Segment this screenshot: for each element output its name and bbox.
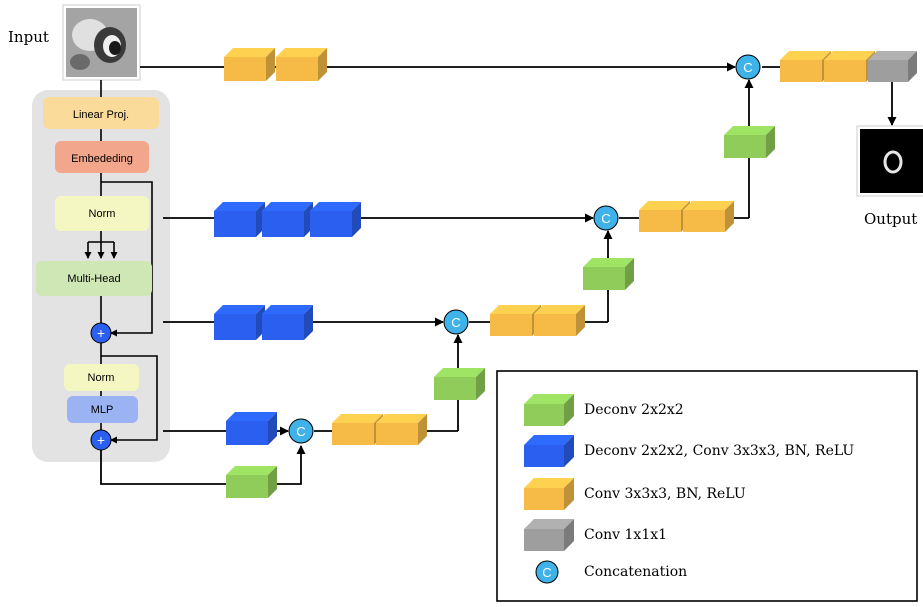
svg-text:C: C: [601, 211, 610, 226]
concat-node-dec2: C: [443, 309, 469, 335]
legend-label-deconv-conv: Deconv 2x2x2, Conv 3x3x3, BN, ReLU: [584, 443, 854, 459]
add-node-1-symbol: +: [97, 325, 105, 341]
legend-label-deconv: Deconv 2x2x2: [584, 402, 684, 418]
dec2-up-block: [583, 258, 634, 290]
output-image: [856, 125, 923, 197]
skip2-deconv-block-1: [214, 305, 265, 340]
output-label: Output: [864, 210, 917, 228]
embedding-label: Embededing: [71, 153, 133, 165]
norm-label-1: Norm: [89, 208, 116, 220]
dec1-conv-block-1: [639, 201, 690, 232]
add-node-2-symbol: +: [97, 432, 105, 448]
multi-head-label: Multi-Head: [67, 273, 120, 285]
legend-swatch-deconv: [524, 394, 574, 426]
network-blocks: [214, 48, 917, 498]
dec1-conv-block-2: [683, 201, 734, 232]
legend-label-concat: Concatenation: [584, 564, 687, 580]
dec3-conv-block-1: [332, 414, 383, 445]
legend-swatch-deconv-conv: [524, 435, 574, 467]
mlp-label: MLP: [91, 404, 114, 416]
input-label: Input: [8, 28, 49, 46]
svg-text:C: C: [296, 424, 305, 439]
linear-proj-label: Linear Proj.: [73, 109, 129, 121]
multi-head-block: [36, 261, 152, 296]
mlp-block: [67, 396, 138, 423]
legend-concat-symbol: C: [542, 565, 551, 580]
dec3-up-block: [434, 368, 485, 400]
concat-node-dec3: C: [288, 418, 314, 444]
final-conv-block-1: [780, 51, 831, 82]
bottleneck-deconv-block: [226, 466, 277, 498]
svg-text:C: C: [451, 315, 460, 330]
norm-block-1: [55, 196, 149, 231]
concat-nodes: C C C C: [288, 54, 761, 444]
dec1-up-block: [724, 126, 775, 158]
linear-proj-block: [43, 97, 159, 129]
skip1-deconv-block-1: [214, 202, 265, 237]
skip1-deconv-block-3: [310, 202, 361, 237]
dec2-conv-block-1: [490, 305, 541, 336]
concat-node-dec1: C: [593, 205, 619, 231]
norm-block-2: [64, 364, 139, 391]
skip3-deconv-block-1: [226, 412, 277, 445]
legend-concat-icon: [535, 560, 559, 584]
skip1-deconv-block-2: [262, 202, 313, 237]
legend-swatch-conv-bn: [524, 478, 574, 510]
legend-swatches: [524, 394, 574, 551]
encoder-flow-lines: [84, 80, 158, 444]
add-node-1: [90, 322, 112, 344]
legend-label-conv-bn: Conv 3x3x3, BN, ReLU: [584, 486, 746, 502]
legend-swatch-conv1: [524, 519, 574, 551]
svg-text:C: C: [743, 60, 752, 75]
dec2-conv-block-2: [534, 305, 585, 336]
dec3-conv-block-2: [376, 414, 427, 445]
concat-node-top: C: [735, 54, 761, 80]
skip2-deconv-block-2: [262, 305, 313, 340]
norm-label-2: Norm: [88, 372, 115, 384]
legend-label-conv1: Conv 1x1x1: [584, 527, 667, 543]
final-conv1-block: [868, 51, 917, 82]
final-conv-block-2: [824, 51, 875, 82]
input-image: [62, 4, 141, 81]
skip0-conv-block-2: [276, 48, 327, 81]
skip0-conv-block-1: [224, 48, 275, 81]
embedding-block: [55, 141, 149, 173]
